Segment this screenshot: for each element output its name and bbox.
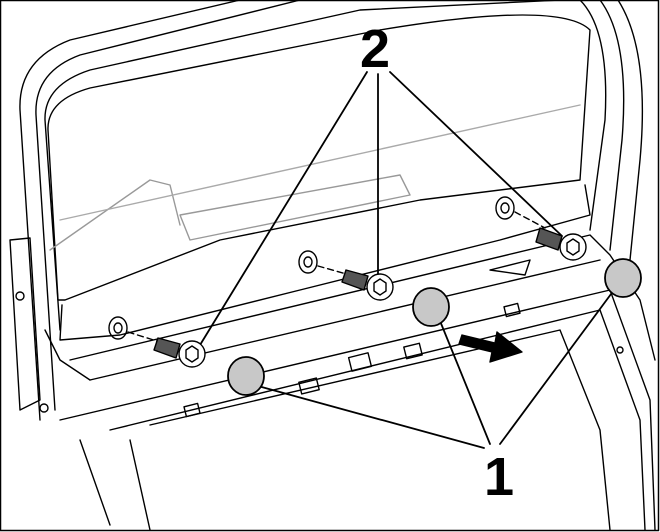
torx-bolt	[153, 337, 206, 368]
torx-bolt	[535, 227, 587, 261]
rear-window	[47, 14, 591, 341]
trim-caps	[227, 258, 642, 396]
torx-bolt	[341, 269, 394, 301]
leader-lines	[199, 71, 615, 449]
screw-holes	[108, 196, 546, 343]
trim-panel	[59, 234, 656, 531]
direction-arrow-icon	[458, 331, 523, 363]
tailgate-body	[9, 0, 644, 421]
callout-part-1: 1	[484, 447, 515, 507]
callout-part-2: 2	[360, 19, 391, 79]
